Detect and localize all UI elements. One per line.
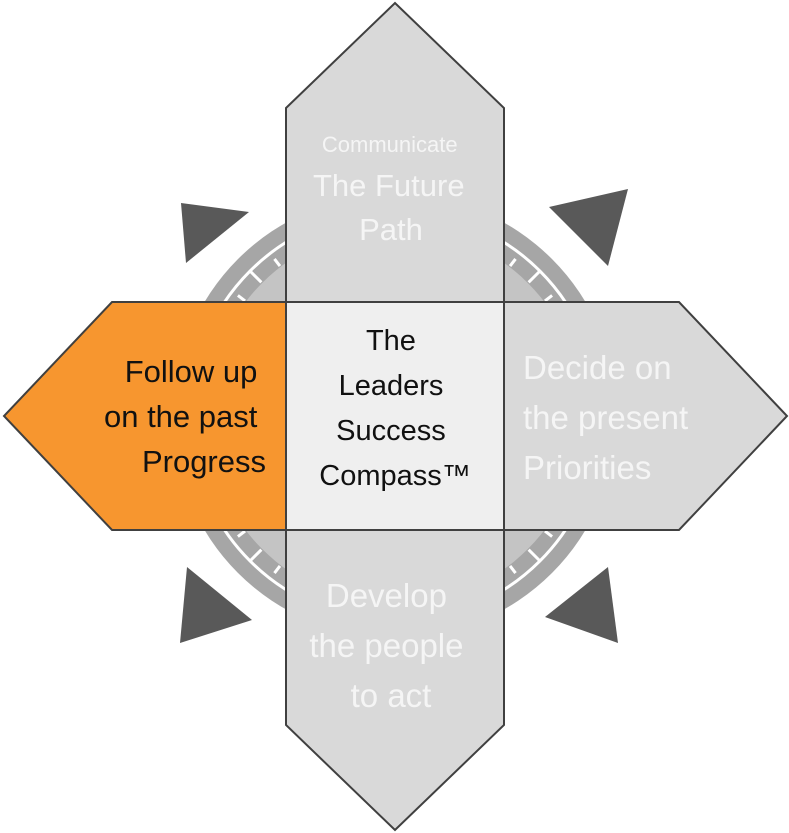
left-arm-line: Follow up [125, 354, 258, 389]
bottom-arm-line: the people [309, 627, 463, 664]
arrow-arm-top [285, 1, 505, 303]
center-title-line: The [366, 325, 416, 357]
ring-tick [249, 270, 263, 284]
ring-tick [544, 529, 553, 538]
bottom-arm-line: Develop [326, 577, 447, 614]
right-arm-line: Priorities [523, 449, 651, 486]
ring-tick [508, 258, 517, 267]
top-arm-line: Communicate [322, 132, 458, 157]
pointer-southwest [180, 567, 252, 643]
ring-tick [237, 294, 246, 303]
center-title: The Leaders Success Compass™ [319, 325, 471, 492]
pointer-northwest [181, 203, 249, 263]
left-arm-line: Progress [142, 444, 266, 479]
center-title-line: Compass™ [319, 460, 471, 492]
bottom-arm-label: Develop the people to act [309, 577, 472, 714]
ring-tick [273, 258, 282, 267]
ring-tick [508, 565, 517, 574]
center-square [285, 301, 505, 531]
top-arm-label: Communicate The Future Path [313, 132, 469, 247]
bottom-arm-line: to act [351, 677, 432, 714]
ring-tick [237, 529, 246, 538]
top-arm-line: Path [359, 212, 423, 247]
ring-tick [273, 565, 282, 574]
top-arm-line: The Future [313, 168, 465, 203]
right-arm-label: Decide on the present Priorities [523, 349, 697, 486]
right-arm-line: the present [523, 399, 688, 436]
left-arm-label: Follow up on the past Progress [104, 354, 266, 479]
left-arm-line: on the past [104, 399, 258, 434]
ring-tick [527, 270, 541, 284]
right-arm-line: Decide on [523, 349, 672, 386]
center-title-line: Leaders [339, 370, 444, 402]
pointer-southeast [545, 567, 618, 643]
center-title-line: Success [336, 415, 446, 447]
pointer-northeast [549, 189, 628, 266]
ring-tick [544, 294, 553, 303]
ring-tick [249, 548, 263, 562]
ring-tick [527, 548, 541, 562]
